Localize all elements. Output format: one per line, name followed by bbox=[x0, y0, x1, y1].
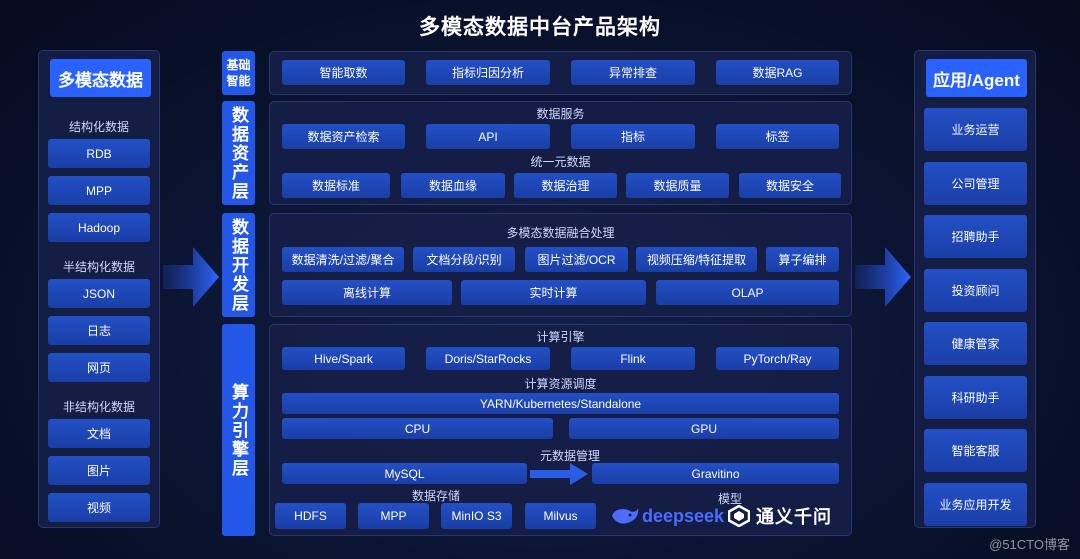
api-button[interactable]: API bbox=[426, 124, 550, 149]
app-health[interactable]: 健康管家 bbox=[924, 322, 1027, 365]
data-lineage-button[interactable]: 数据血缘 bbox=[401, 173, 505, 198]
deepseek-logo: deepseek bbox=[610, 502, 724, 530]
compute-engine-label: 计算引擎 bbox=[536, 330, 585, 344]
source-documents[interactable]: 文档 bbox=[48, 419, 150, 448]
flow-arrow-right-icon bbox=[855, 247, 911, 307]
data-standard-button[interactable]: 数据标准 bbox=[282, 173, 390, 198]
metric-attribution-button[interactable]: 指标归因分析 bbox=[426, 60, 550, 85]
source-images[interactable]: 图片 bbox=[48, 456, 150, 485]
resource-scheduling-label: 计算资源调度 bbox=[524, 377, 597, 391]
source-logs[interactable]: 日志 bbox=[48, 316, 150, 345]
doris-starrocks-button[interactable]: Doris/StarRocks bbox=[426, 347, 550, 370]
layer-label-data-asset: 数据资产层 bbox=[222, 101, 255, 205]
unstructured-data-label: 非结构化数据 bbox=[62, 400, 135, 414]
qwen-icon bbox=[728, 505, 750, 527]
watermark: @51CTO博客 bbox=[989, 537, 1070, 552]
app-business-dev[interactable]: 业务应用开发 bbox=[924, 483, 1027, 526]
milvus-button[interactable]: Milvus bbox=[525, 503, 596, 529]
flink-button[interactable]: Flink bbox=[571, 347, 695, 370]
image-ocr-button[interactable]: 图片过滤/OCR bbox=[525, 247, 628, 272]
app-recruiting[interactable]: 招聘助手 bbox=[924, 215, 1027, 258]
basic-label-line2: 智能 bbox=[226, 74, 251, 88]
layer-label-basic-intelligence: 基础 智能 bbox=[222, 51, 255, 95]
source-rdb[interactable]: RDB bbox=[48, 139, 150, 168]
tags-button[interactable]: 标签 bbox=[716, 124, 839, 149]
app-agent-header[interactable]: 应用/Agent bbox=[926, 59, 1027, 97]
cleanse-filter-aggregate-button[interactable]: 数据清洗/过滤/聚合 bbox=[282, 247, 404, 272]
layer-label-compute-engine: 算力引擎层 bbox=[222, 324, 255, 536]
offline-compute-button[interactable]: 离线计算 bbox=[282, 280, 452, 305]
metrics-button[interactable]: 指标 bbox=[571, 124, 695, 149]
app-investment[interactable]: 投资顾问 bbox=[924, 269, 1027, 312]
source-hadoop[interactable]: Hadoop bbox=[48, 213, 150, 242]
source-json[interactable]: JSON bbox=[48, 279, 150, 308]
data-quality-button[interactable]: 数据质量 bbox=[626, 173, 729, 198]
unified-metadata-label: 统一元数据 bbox=[530, 155, 591, 169]
minio-s3-button[interactable]: MinIO S3 bbox=[441, 503, 512, 529]
asset-search-button[interactable]: 数据资产检索 bbox=[282, 124, 405, 149]
yarn-k8s-button[interactable]: YARN/Kubernetes/Standalone bbox=[282, 393, 839, 414]
app-customer-service[interactable]: 智能客服 bbox=[924, 429, 1027, 472]
data-governance-button[interactable]: 数据治理 bbox=[514, 173, 617, 198]
pytorch-ray-button[interactable]: PyTorch/Ray bbox=[716, 347, 839, 370]
smart-query-button[interactable]: 智能取数 bbox=[282, 60, 405, 85]
deepseek-label: deepseek bbox=[642, 505, 725, 526]
cpu-button[interactable]: CPU bbox=[282, 418, 553, 439]
hdfs-button[interactable]: HDFS bbox=[275, 503, 346, 529]
app-research[interactable]: 科研助手 bbox=[924, 376, 1027, 419]
semi-structured-data-label: 半结构化数据 bbox=[62, 260, 135, 274]
basic-label-line1: 基础 bbox=[226, 58, 251, 72]
data-rag-button[interactable]: 数据RAG bbox=[716, 60, 839, 85]
page-title: 多模态数据中台产品架构 bbox=[419, 16, 661, 39]
app-company-mgmt[interactable]: 公司管理 bbox=[924, 162, 1027, 205]
gravitino-button[interactable]: Gravitino bbox=[592, 463, 839, 484]
layer-label-data-dev: 数据开发层 bbox=[222, 213, 255, 317]
mpp-storage-button[interactable]: MPP bbox=[358, 503, 429, 529]
source-mpp[interactable]: MPP bbox=[48, 176, 150, 205]
qwen-label: 通义千问 bbox=[756, 507, 832, 527]
operator-orchestration-button[interactable]: 算子编排 bbox=[766, 247, 839, 272]
realtime-compute-button[interactable]: 实时计算 bbox=[461, 280, 646, 305]
data-security-button[interactable]: 数据安全 bbox=[739, 173, 841, 198]
gpu-button[interactable]: GPU bbox=[569, 418, 839, 439]
multimodal-fusion-label: 多模态数据融合处理 bbox=[506, 226, 615, 240]
olap-button[interactable]: OLAP bbox=[656, 280, 839, 305]
qwen-logo: 通义千问 bbox=[728, 502, 832, 530]
whale-icon bbox=[612, 508, 639, 524]
anomaly-check-button[interactable]: 异常排查 bbox=[571, 60, 695, 85]
hive-spark-button[interactable]: Hive/Spark bbox=[282, 347, 405, 370]
source-webpages[interactable]: 网页 bbox=[48, 353, 150, 382]
doc-segment-button[interactable]: 文档分段/识别 bbox=[413, 247, 515, 272]
source-videos[interactable]: 视频 bbox=[48, 493, 150, 522]
multimodal-data-header[interactable]: 多模态数据 bbox=[50, 59, 151, 97]
model-label: 模型 bbox=[717, 492, 742, 506]
data-service-label: 数据服务 bbox=[536, 107, 585, 121]
metadata-mgmt-label: 元数据管理 bbox=[539, 449, 600, 463]
app-business-ops[interactable]: 业务运营 bbox=[924, 108, 1027, 151]
metadata-arrow-right-icon bbox=[530, 463, 588, 485]
data-storage-label: 数据存储 bbox=[411, 489, 460, 503]
structured-data-label: 结构化数据 bbox=[68, 120, 129, 134]
mysql-button[interactable]: MySQL bbox=[282, 463, 527, 484]
video-feature-button[interactable]: 视频压缩/特征提取 bbox=[636, 247, 757, 272]
flow-arrow-right-icon bbox=[163, 247, 219, 307]
